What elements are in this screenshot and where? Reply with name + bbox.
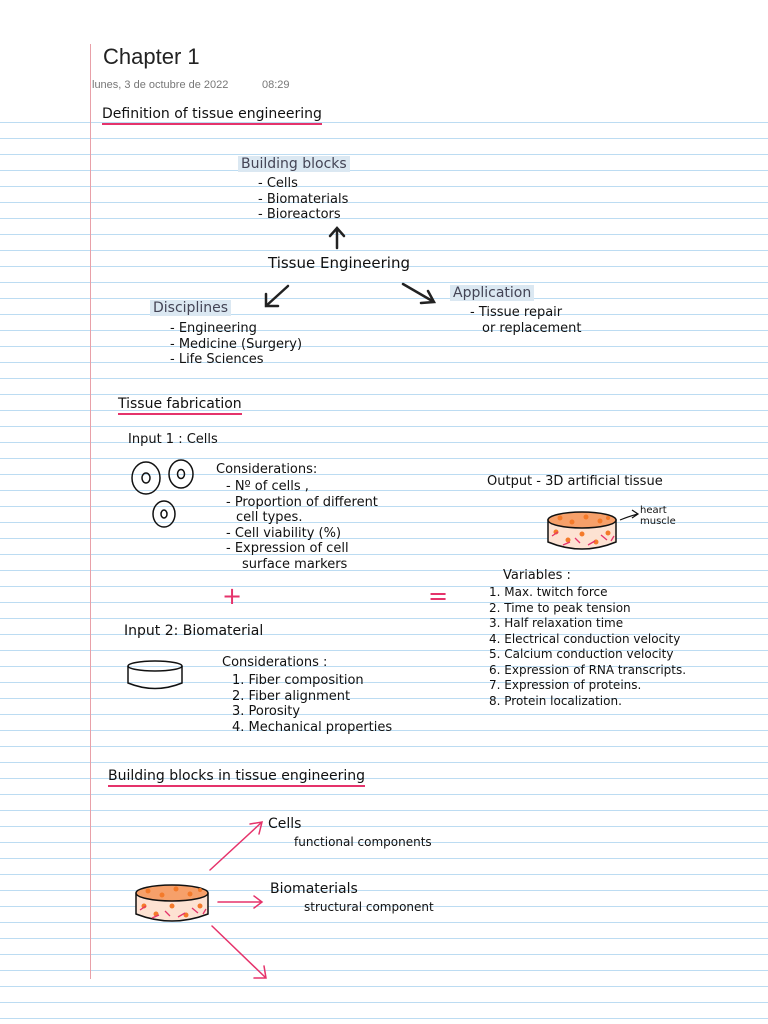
list-item: 4. Mechanical properties bbox=[232, 719, 393, 735]
disciplines-list: - Engineering - Medicine (Surgery) - Lif… bbox=[170, 321, 302, 368]
output-label: Output - 3D artificial tissue bbox=[487, 474, 663, 489]
input2-label: Input 2: Biomaterial bbox=[124, 623, 264, 639]
list-item: - Cell viability (%) bbox=[226, 525, 342, 541]
header-area bbox=[0, 0, 768, 107]
list-item: 2. Fiber alignment bbox=[232, 688, 351, 704]
application-title: Application bbox=[450, 285, 535, 301]
variables-list: 1. Max. twitch force 2. Time to peak ten… bbox=[489, 585, 686, 709]
biomaterials-desc: structural component bbox=[304, 900, 434, 914]
variables-title: Variables : bbox=[503, 568, 571, 583]
list-item: or replacement bbox=[482, 320, 582, 336]
heart-muscle-annotation: heart muscle bbox=[640, 505, 676, 527]
list-item: - Expression of cell bbox=[226, 541, 349, 556]
list-item: 3. Half relaxation time bbox=[489, 616, 624, 630]
list-item: surface markers bbox=[242, 556, 348, 572]
list-item: 8. Protein localization. bbox=[489, 693, 622, 708]
list-item: - Engineering bbox=[170, 321, 257, 336]
equals-sign: = bbox=[428, 582, 449, 610]
list-item: - Proportion of different bbox=[226, 494, 378, 510]
tissue-engineering-center: Tissue Engineering bbox=[268, 254, 411, 272]
list-item: - Life Sciences bbox=[170, 352, 264, 367]
list-item: - Cells bbox=[258, 176, 298, 191]
section-heading-building-blocks: Building blocks in tissue engineering bbox=[108, 768, 366, 787]
list-item: 5. Calcium conduction velocity bbox=[489, 647, 674, 661]
input1-considerations-list: - Nº of cells , - Proportion of differen… bbox=[226, 479, 378, 572]
application-list: - Tissue repair or replacement bbox=[470, 305, 581, 336]
tissue-block-icon bbox=[135, 884, 209, 922]
cells-desc: functional components bbox=[294, 835, 432, 849]
list-item: - Nº of cells , bbox=[226, 479, 309, 494]
list-item: - Biomaterials bbox=[258, 191, 349, 207]
biomaterial-scaffold-icon bbox=[127, 660, 183, 690]
list-item: - Tissue repair bbox=[470, 305, 563, 320]
input2-considerations-title: Considerations : bbox=[222, 655, 328, 670]
margin-line bbox=[90, 44, 91, 979]
list-item: 6. Expression of RNA transcripts. bbox=[489, 662, 687, 677]
arrow-to-cells-icon bbox=[209, 821, 264, 871]
input1-label: Input 1 : Cells bbox=[128, 432, 218, 447]
cells-title: Cells bbox=[268, 816, 302, 832]
list-item: 2. Time to peak tension bbox=[489, 600, 631, 615]
arrow-down-right-icon bbox=[401, 282, 437, 305]
list-item: cell types. bbox=[236, 510, 303, 525]
arrow-down-icon bbox=[211, 925, 267, 979]
disciplines-title: Disciplines bbox=[150, 300, 231, 316]
section-heading-fabrication: Tissue fabrication bbox=[118, 396, 242, 415]
input2-considerations-list: 1. Fiber composition 2. Fiber alignment … bbox=[232, 673, 392, 735]
artificial-tissue-icon bbox=[547, 509, 640, 550]
list-item: 1. Fiber composition bbox=[232, 673, 364, 688]
arrow-down-left-icon bbox=[264, 284, 290, 308]
list-item: 3. Porosity bbox=[232, 704, 301, 719]
plus-sign: + bbox=[222, 582, 243, 610]
page-title: Chapter 1 bbox=[103, 44, 200, 69]
list-item: - Medicine (Surgery) bbox=[170, 336, 303, 352]
cell-drawing-icon bbox=[131, 459, 194, 528]
building-blocks-list: - Cells - Biomaterials - Bioreactors bbox=[258, 176, 348, 223]
list-item: 7. Expression of proteins. bbox=[489, 678, 642, 692]
building-blocks-title: Building blocks bbox=[238, 156, 350, 172]
list-item: - Bioreactors bbox=[258, 207, 341, 222]
list-item: 1. Max. twitch force bbox=[489, 585, 608, 599]
section-heading-definition: Definition of tissue engineering bbox=[102, 106, 322, 125]
biomaterials-title: Biomaterials bbox=[270, 881, 358, 897]
page-date: lunes, 3 de octubre de 2022 bbox=[92, 79, 229, 91]
list-item: 4. Electrical conduction velocity bbox=[489, 631, 681, 646]
arrow-to-biomaterials-icon bbox=[217, 895, 264, 909]
page-time: 08:29 bbox=[262, 79, 290, 91]
arrow-up-icon bbox=[328, 226, 346, 250]
input1-considerations-title: Considerations: bbox=[216, 462, 318, 477]
